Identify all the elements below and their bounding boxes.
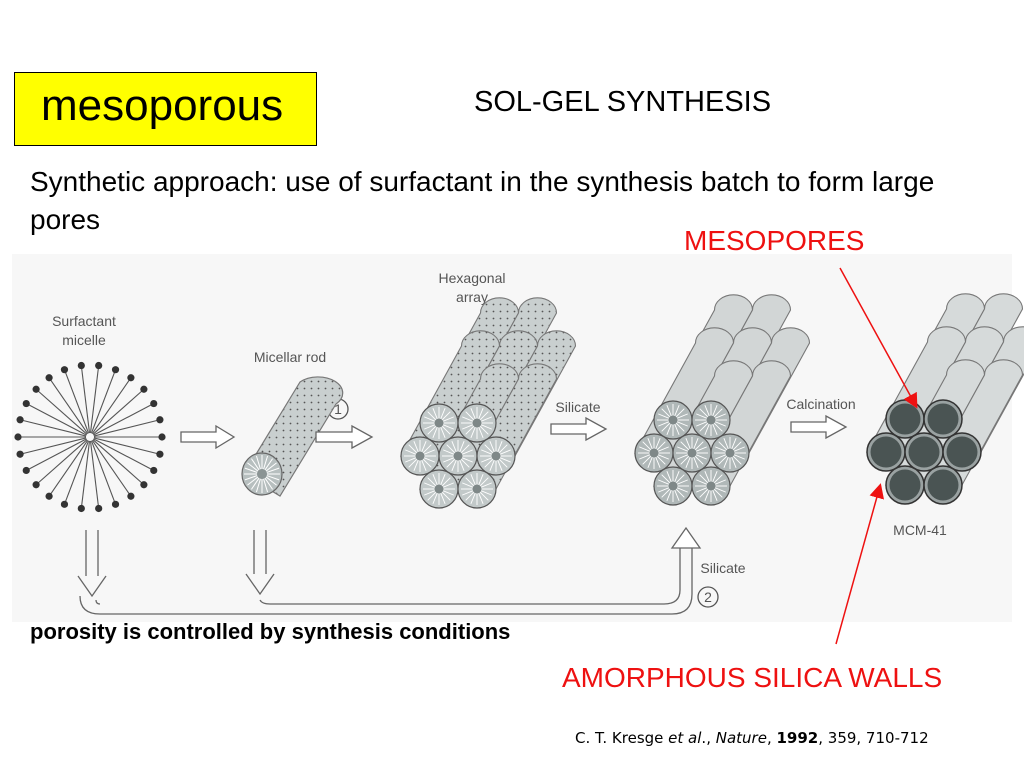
citation-journal: Nature <box>715 729 767 747</box>
micellar-rod-label: Micellar rod <box>254 349 326 365</box>
porosity-note: porosity is controlled by synthesis cond… <box>30 619 511 644</box>
surfactant-micelle-icon <box>14 361 166 513</box>
walls-pointer <box>835 483 885 645</box>
step-1-number: 1 <box>334 401 342 417</box>
route-pipe <box>77 526 702 615</box>
walls-label: AMORPHOUS SILICA WALLS <box>562 662 943 693</box>
arrow-right-icon <box>550 416 608 442</box>
hexagonal-label-1: Hexagonal <box>439 270 506 286</box>
hexagonal-label-2: array <box>456 289 488 305</box>
title-box: mesoporous <box>14 72 317 146</box>
surfactant-label-2: micelle <box>62 332 106 348</box>
silicate-lower-label: Silicate <box>700 560 745 576</box>
mesopores-label: MESOPORES <box>684 225 865 256</box>
citation-authors: C. T. Kresge <box>575 729 669 747</box>
arrow-right-icon <box>180 424 236 450</box>
silicate-label: Silicate <box>555 399 600 415</box>
mcm41-label: MCM-41 <box>893 522 947 538</box>
citation-etal: et al <box>668 729 702 747</box>
surfactant-label-1: Surfactant <box>52 313 116 329</box>
arrow-right-icon <box>315 424 374 450</box>
title-text: mesoporous <box>41 81 284 130</box>
citation-rest: , 359, 710-712 <box>818 729 929 747</box>
step-2-badge: 2 <box>697 586 719 608</box>
hexagonal-array-icon <box>400 297 577 509</box>
slide-heading: SOL-GEL SYNTHESIS <box>474 86 772 118</box>
micellar-rod-icon <box>241 376 344 497</box>
citation: C. T. Kresge et al., Nature, 1992, 359, … <box>575 729 929 747</box>
citation-sep1: ., <box>701 729 716 747</box>
mcm41-structure-icon <box>866 293 1024 505</box>
step-2-number: 2 <box>704 589 712 605</box>
citation-year: 1992 <box>776 729 819 747</box>
citation-sep2: , <box>766 729 777 747</box>
arrow-right-icon <box>790 414 848 440</box>
calcination-label: Calcination <box>786 396 855 412</box>
mesopores-pointer <box>839 267 918 409</box>
silicate-array-icon <box>634 294 811 506</box>
intro-text: Synthetic approach: use of surfactant in… <box>30 166 935 235</box>
